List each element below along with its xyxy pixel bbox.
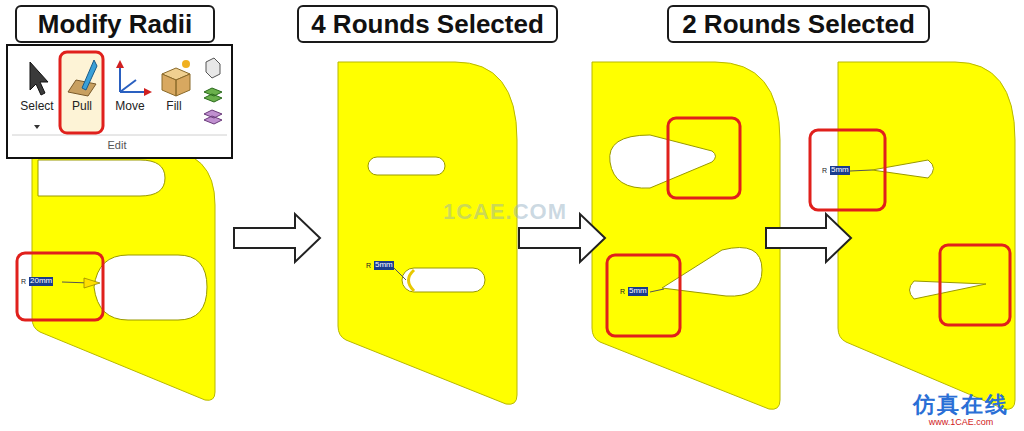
fill-icon — [162, 74, 190, 96]
radius-symbol: R — [366, 262, 371, 270]
step-heading: 2 Rounds Selected — [682, 11, 915, 37]
leader-line — [650, 289, 664, 292]
sheet-plate — [338, 62, 517, 404]
radius-value: 5mm — [628, 287, 648, 296]
plate-hole — [662, 248, 762, 297]
highlight-frame — [17, 253, 103, 320]
watermark: 仿真在线 — [913, 393, 1009, 417]
fill-icon — [182, 60, 190, 68]
highlight-frame — [668, 118, 740, 198]
step-heading-box: Modify Radii — [15, 5, 215, 43]
plate-hole — [872, 160, 934, 178]
plate-slot — [402, 268, 485, 292]
select-icon — [30, 62, 48, 95]
selected-round — [409, 270, 415, 291]
toolbar-separator — [12, 135, 227, 136]
step-heading: Modify Radii — [38, 11, 193, 37]
plate-hole — [94, 255, 207, 320]
tool-icon — [204, 88, 222, 102]
watermark: www.1CAE.com — [929, 418, 994, 428]
watermark: 1CAE.COM — [443, 200, 567, 224]
step-arrow — [766, 214, 851, 262]
radius-symbol: R — [822, 167, 827, 175]
tool-label: Move — [115, 100, 144, 113]
move-icon — [116, 60, 152, 96]
sheet-plate — [838, 62, 1015, 409]
tool-label: Select — [20, 100, 53, 113]
leader-line — [392, 266, 406, 280]
radius-symbol: R — [21, 278, 26, 286]
radius-value: 5mm — [830, 166, 850, 175]
pull-icon — [82, 60, 97, 90]
plate-hole — [38, 160, 165, 196]
radius-value: 5mm — [374, 261, 394, 270]
tool-label: Fill — [166, 100, 181, 113]
plate-hole — [910, 281, 987, 299]
radius-value: 20mm — [29, 277, 53, 286]
radius-symbol: R — [620, 288, 625, 296]
highlight-frame — [810, 130, 885, 210]
sheet-plate — [592, 62, 780, 409]
step-heading-box: 2 Rounds Selected — [667, 5, 930, 43]
tool-label: Pull — [72, 100, 92, 113]
step-heading: 4 Rounds Selected — [311, 11, 544, 37]
leader-line — [850, 170, 872, 171]
dropdown-mark — [34, 125, 40, 129]
group-label: Edit — [108, 139, 127, 151]
pull-highlight — [60, 52, 103, 133]
step-heading-box: 4 Rounds Selected — [297, 5, 558, 43]
tool-icon — [206, 58, 220, 78]
step-arrow — [234, 214, 320, 262]
move-icon — [120, 66, 146, 92]
highlight-frame — [940, 245, 1010, 325]
tool-icon — [204, 110, 222, 124]
plate-slot — [368, 157, 445, 175]
toolbar-panel — [7, 45, 232, 158]
highlight-frame — [607, 255, 680, 336]
drag-arrow — [84, 278, 100, 288]
sheet-plate — [32, 150, 215, 400]
plate-hole — [610, 135, 716, 188]
